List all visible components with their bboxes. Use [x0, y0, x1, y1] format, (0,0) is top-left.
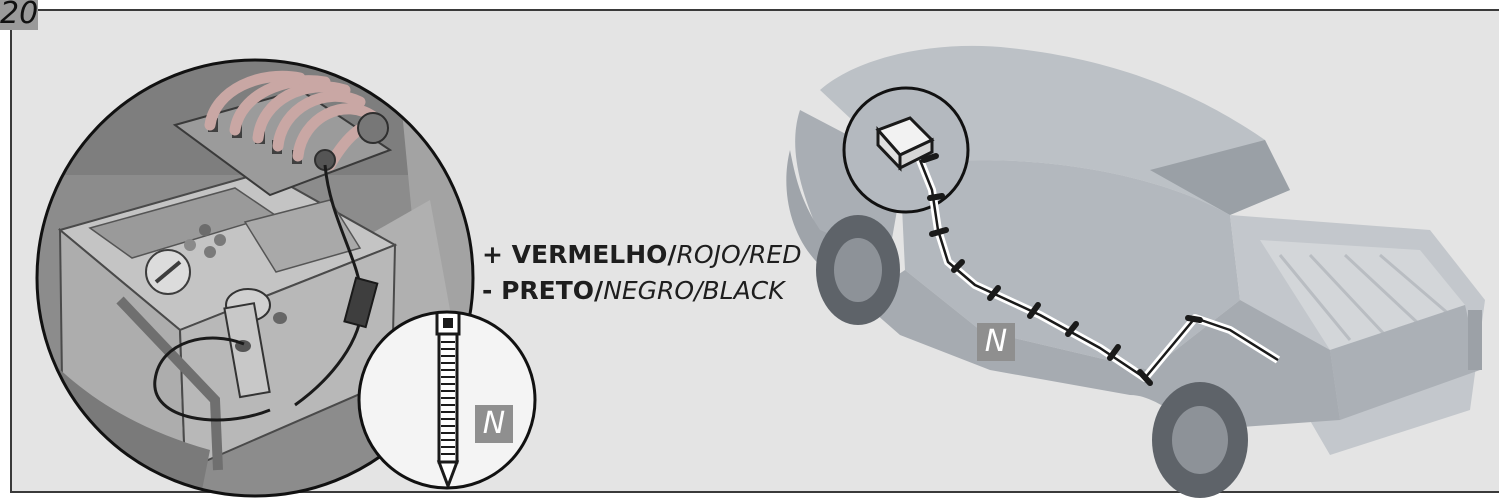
negative-prefix: -	[482, 276, 502, 305]
positive-wire-label: + VERMELHO/ROJO/RED	[482, 237, 801, 273]
battery	[57, 170, 398, 473]
wheel-rear	[1152, 382, 1248, 498]
zip-tie-tag: N	[475, 405, 513, 443]
roof-device-callout	[842, 86, 970, 214]
positive-prefix: +	[482, 240, 512, 269]
vehicle-tag: N	[977, 323, 1015, 361]
pickup-truck	[786, 45, 1485, 498]
negative-name-pt: PRETO/	[501, 276, 604, 305]
negative-wire-label: - PRETO/NEGRO/BLACK	[482, 273, 801, 309]
positive-name-es-en: ROJO/RED	[676, 240, 802, 269]
zip-tie-detail	[357, 310, 537, 490]
positive-name-pt: VERMELHO/	[511, 240, 677, 269]
wheel-front	[816, 215, 900, 325]
battery-closeup	[35, 58, 475, 498]
cable-tie-marks	[921, 153, 1203, 386]
step-number-tab: 20	[0, 0, 39, 31]
negative-name-es-en: NEGRO/BLACK	[603, 276, 785, 305]
harness-route	[916, 153, 1281, 386]
step-number: 20	[0, 0, 39, 31]
wire-color-legend: + VERMELHO/ROJO/RED - PRETO/NEGRO/BLACK	[482, 237, 801, 309]
